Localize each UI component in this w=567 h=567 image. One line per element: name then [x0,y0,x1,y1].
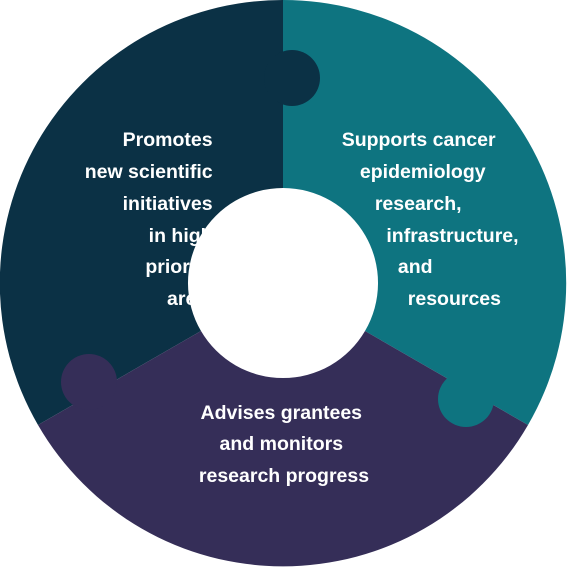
segment-supports-research [283,0,567,425]
center-hole [190,190,376,376]
segment-label-supports: Supports cancer epidemiology research, i… [342,129,524,310]
segment-label-promotes: Promotes new scientific initiatives in h… [85,129,218,310]
puzzle-knob-left [61,354,117,410]
segment-label-advises: Advises grantees and monitors research p… [199,402,369,487]
puzzle-knob-top [264,50,320,106]
segment-advises-grantees [38,331,528,567]
segment-promotes-initiatives [0,0,283,425]
puzzle-knob-right [438,371,494,427]
